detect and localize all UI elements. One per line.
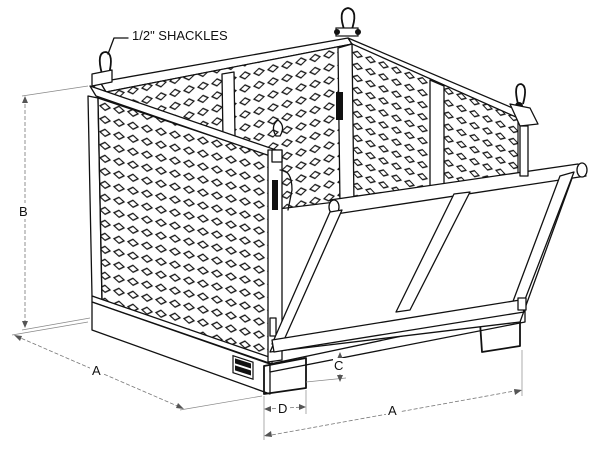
dimension-A-left: A (11, 321, 263, 411)
shackles-callout: 1/2" SHACKLES (132, 28, 228, 43)
shackle-front (272, 119, 284, 137)
shackle-left (91, 51, 113, 87)
dimension-D: D (263, 390, 307, 440)
shackle-top-center (334, 7, 361, 37)
drop-gate (269, 162, 588, 353)
id-plate (232, 354, 254, 380)
dimension-label-a-bottom: A (388, 403, 397, 418)
fork-pocket-left (263, 357, 307, 395)
dimension-C: C (305, 352, 347, 383)
left-side-panel (87, 81, 277, 365)
shackles: 1/2" SHACKLES (91, 7, 539, 177)
latch-bar (336, 92, 343, 120)
front-corner-post (267, 119, 293, 363)
dimension-A-bottom: A (264, 350, 523, 437)
dimension-label-b: B (19, 204, 28, 219)
callout-leader (107, 37, 129, 55)
shackle-right (509, 83, 539, 177)
dimension-label-d: D (278, 401, 287, 416)
dimension-label-a-left: A (92, 363, 101, 378)
dimension-B: B (18, 85, 91, 331)
dimension-label-c: C (334, 358, 343, 373)
